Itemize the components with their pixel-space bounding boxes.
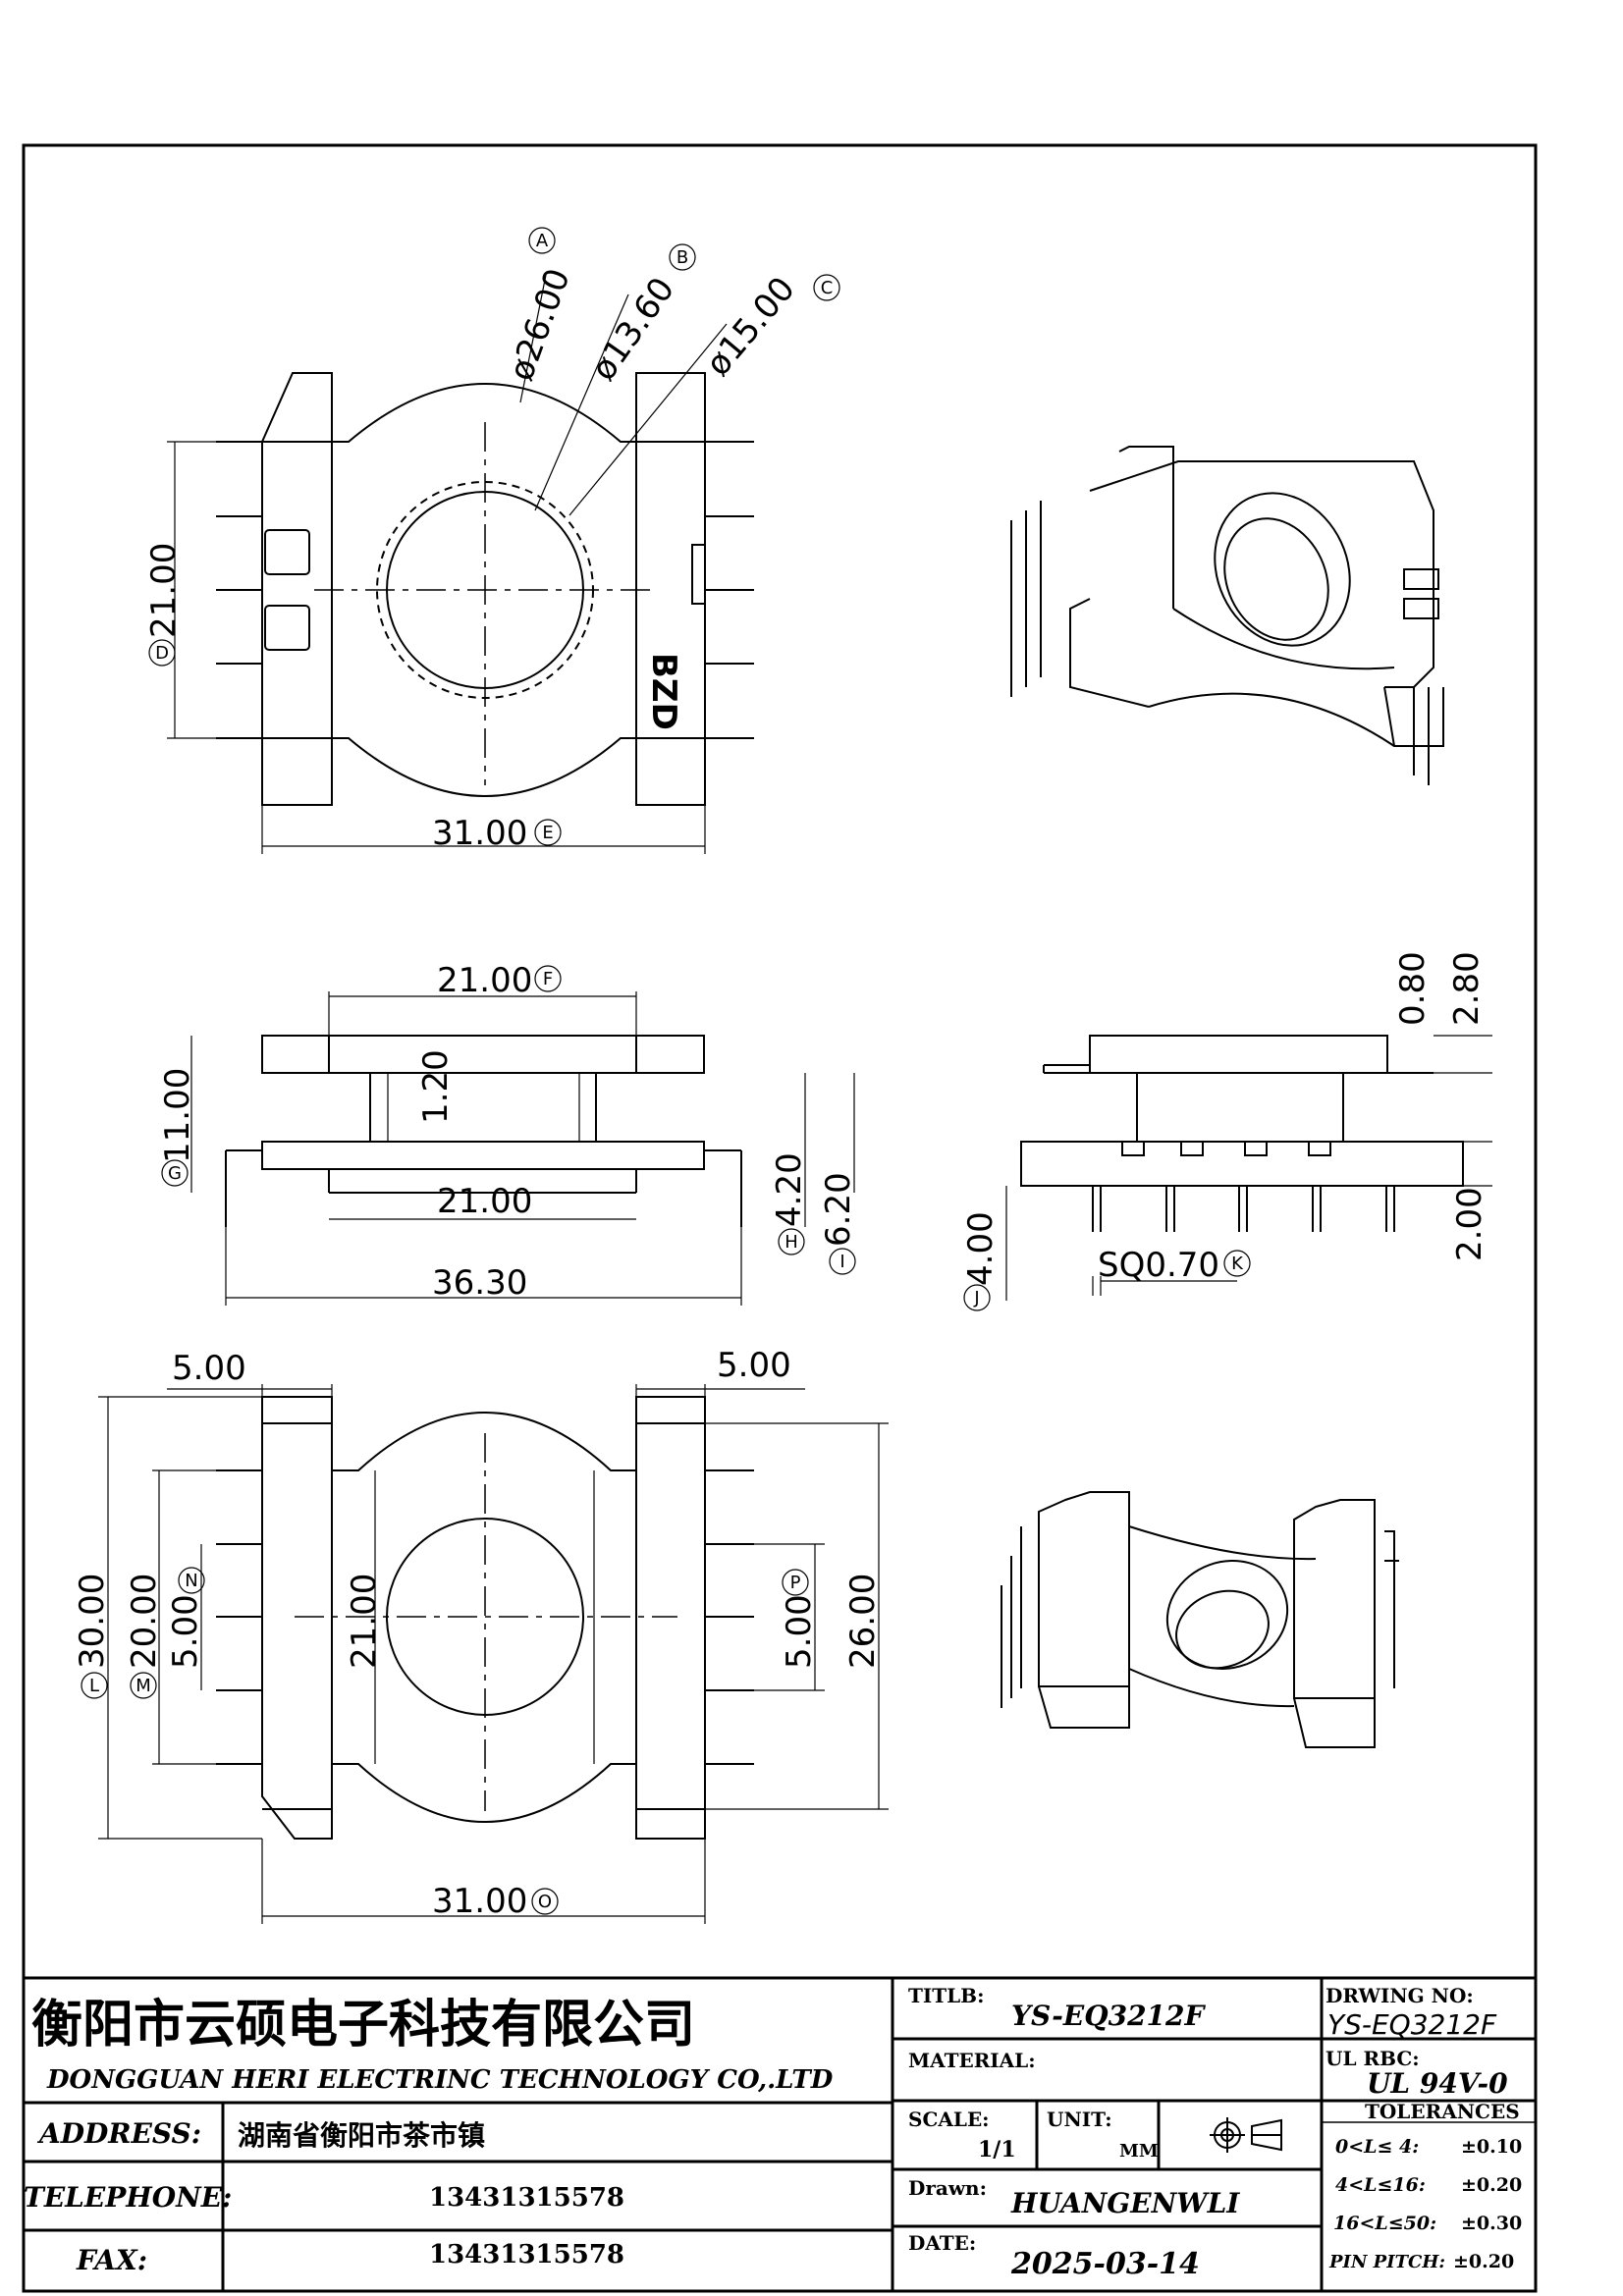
balloon-i: I — [839, 1252, 844, 1272]
dim-height-l: 30.00 — [73, 1574, 112, 1669]
dim-pitch-n: 5.00 — [166, 1594, 205, 1669]
dim-flange-right: 5.00 — [717, 1346, 791, 1385]
drawing-no-value: YS-EQ3212F — [1327, 2008, 1497, 2041]
title-block-grid — [24, 1976, 1536, 2291]
title-label: TITLB: — [908, 1984, 984, 2007]
balloon-f: F — [543, 969, 553, 989]
top-view — [167, 274, 754, 854]
telephone-value: 13431315578 — [429, 2183, 624, 2213]
address-value: 湖南省衡阳市茶市镇 — [238, 2119, 485, 2152]
scale-label: SCALE: — [908, 2108, 990, 2131]
tol-4-range: PIN PITCH: — [1328, 2252, 1445, 2272]
dim-height-g: 11.00 — [158, 1068, 197, 1163]
dim-flange-left: 5.00 — [172, 1349, 246, 1388]
date-label: DATE: — [908, 2231, 976, 2255]
dim-wall: 1.20 — [416, 1049, 456, 1124]
company-name-en: DONGGUAN HERI ELECTRINC TECHNOLOGY CO,.L… — [46, 2065, 834, 2095]
balloon-l: L — [89, 1676, 99, 1696]
balloon-g: G — [168, 1163, 182, 1184]
unit-label: UNIT: — [1047, 2108, 1112, 2131]
dim-dia-a: ø26.00 — [502, 263, 578, 386]
iso-view-top — [1010, 446, 1444, 785]
balloon-m: M — [135, 1676, 151, 1696]
balloon-k: K — [1231, 1254, 1244, 1274]
balloon-d: D — [155, 643, 169, 664]
drawn-label: Drawn: — [908, 2176, 987, 2200]
balloons-top: A B C D E — [148, 227, 840, 846]
dim-width-o: 31.00 — [432, 1882, 527, 1921]
ul-label: UL RBC: — [1325, 2047, 1420, 2070]
dim-pin-j: 4.00 — [961, 1211, 1001, 1286]
balloon-p: P — [790, 1573, 801, 1593]
tolerances-label: TOLERANCES — [1365, 2100, 1520, 2123]
iso-view-bottom — [1001, 1491, 1399, 1748]
balloon-o: O — [538, 1892, 552, 1912]
fax-value: 13431315578 — [429, 2240, 624, 2269]
tol-1-value: ±0.10 — [1461, 2136, 1522, 2158]
balloon-a: A — [536, 231, 549, 251]
bottom-view — [98, 1384, 889, 1924]
balloon-c: C — [821, 278, 834, 298]
title-value: YS-EQ3212F — [1011, 2000, 1207, 2032]
tol-3-value: ±0.30 — [1461, 2213, 1522, 2234]
balloon-h: H — [784, 1232, 798, 1253]
dim-end-d1: 0.80 — [1393, 951, 1433, 1026]
dim-width-e: 31.00 — [432, 814, 527, 853]
dim-height-d: 21.00 — [144, 543, 184, 638]
tol-3-range: 16<L≤50: — [1333, 2213, 1436, 2234]
address-label: ADDRESS: — [36, 2117, 201, 2150]
date-value: 2025-03-14 — [1010, 2247, 1200, 2281]
drawing-border — [22, 143, 1538, 2293]
dim-height-26: 26.00 — [843, 1574, 883, 1669]
company-name-cn: 衡阳市云硕电子科技有限公司 — [31, 1995, 695, 2055]
side-view — [190, 991, 855, 1306]
drawn-value: HUANGENWLI — [1010, 2187, 1240, 2219]
dim-end-d3: 2.00 — [1450, 1187, 1489, 1261]
tol-4-value: ±0.20 — [1453, 2251, 1514, 2272]
dim-overall: 36.30 — [432, 1263, 527, 1303]
dim-bottom-width: 21.00 — [437, 1182, 532, 1221]
tol-1-range: 0<L≤ 4: — [1335, 2136, 1419, 2158]
balloon-e: E — [542, 823, 553, 843]
dim-inner: 21.00 — [345, 1574, 384, 1669]
ul-value: UL 94V-0 — [1367, 2067, 1508, 2100]
tol-2-value: ±0.20 — [1461, 2174, 1522, 2196]
telephone-label: TELEPHONE: — [24, 2181, 232, 2214]
tol-2-range: 4<L≤16: — [1335, 2174, 1426, 2196]
balloon-b: B — [676, 247, 688, 268]
material-label: MATERIAL: — [908, 2049, 1036, 2072]
balloon-j: J — [973, 1288, 979, 1308]
dim-i: 6.20 — [819, 1172, 858, 1247]
dim-h: 4.20 — [770, 1152, 809, 1227]
projection-symbol-icon — [1210, 2117, 1282, 2153]
brand-mark: BZD — [644, 653, 683, 730]
dim-end-d2: 2.80 — [1447, 951, 1487, 1026]
scale-value: 1/1 — [978, 2137, 1016, 2163]
dim-height-m: 20.00 — [125, 1574, 164, 1669]
drawing-no-label: DRWING NO: — [1325, 1984, 1474, 2007]
end-view — [1005, 1035, 1492, 1301]
unit-value: MM — [1119, 2141, 1159, 2162]
dim-dia-c: ø15.00 — [698, 270, 803, 384]
balloons-end: J K — [963, 1250, 1251, 1311]
balloons-side: F G H I — [161, 965, 856, 1275]
dim-pin-k: SQ0.70 — [1098, 1246, 1219, 1285]
fax-label: FAX: — [76, 2244, 147, 2276]
dim-top-width-f: 21.00 — [437, 961, 532, 1000]
balloon-n: N — [185, 1571, 197, 1591]
balloons-bottom: L M N P O — [81, 1567, 809, 1915]
dim-dia-b: ø13.60 — [584, 270, 683, 388]
dim-pitch-p: 5.00 — [780, 1594, 819, 1669]
